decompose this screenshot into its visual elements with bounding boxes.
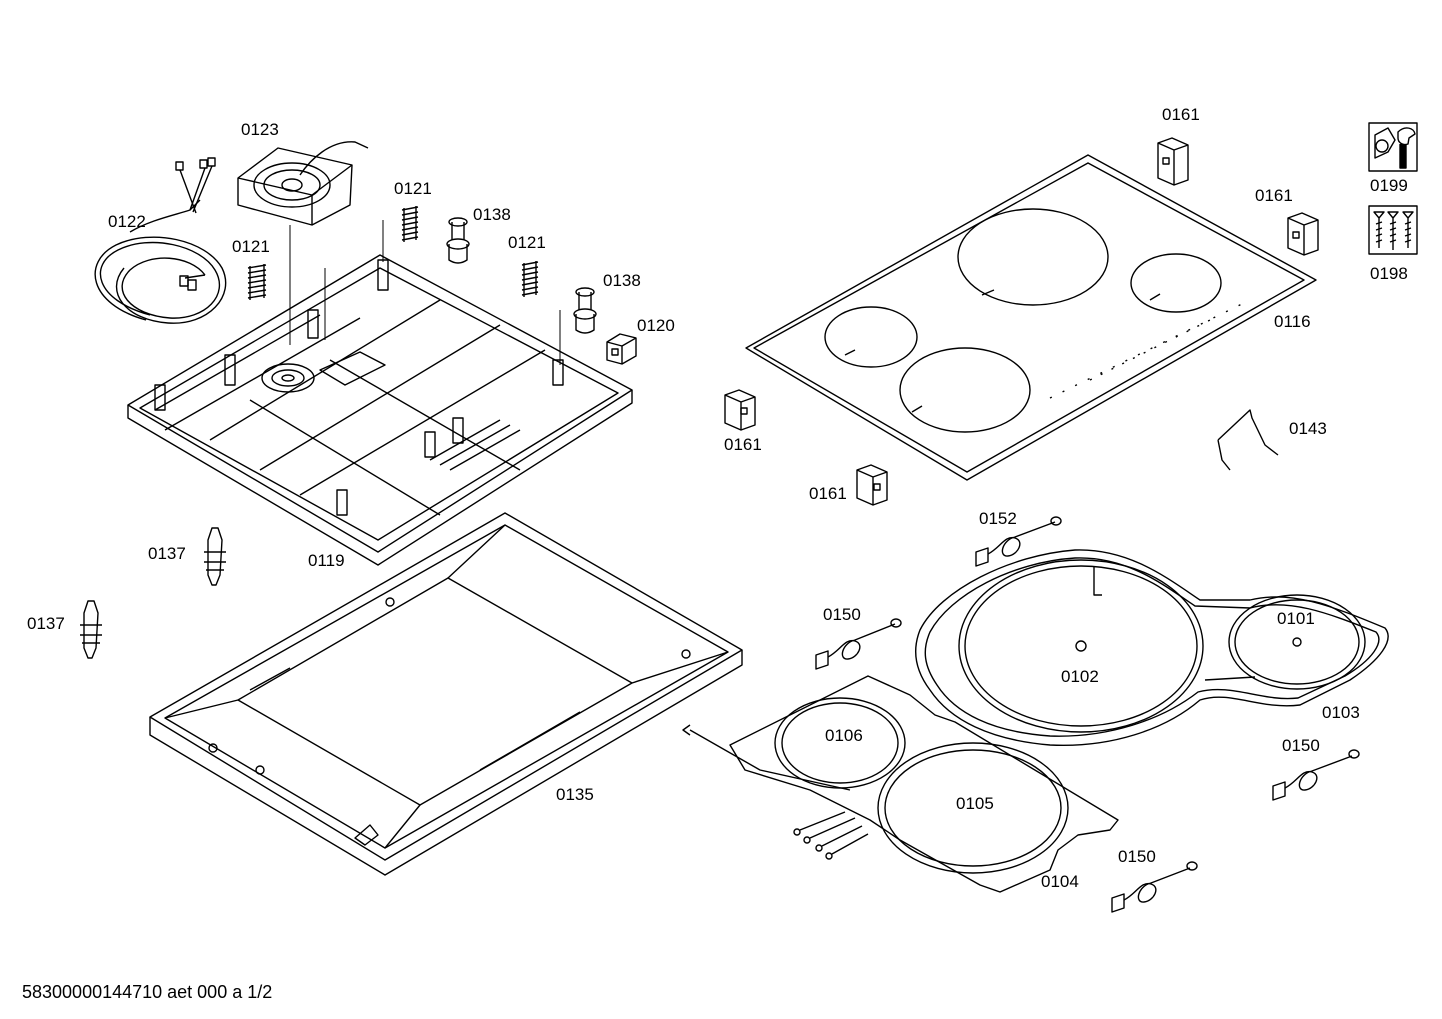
label-0119: 0119 xyxy=(308,551,345,570)
bracket-0161-a xyxy=(1157,137,1189,186)
label-0161-c: 0161 xyxy=(724,435,762,454)
label-0121-right: 0121 xyxy=(508,233,546,252)
coil-carrier-0103 xyxy=(915,549,1389,747)
label-0120: 0120 xyxy=(637,316,675,335)
drawing-reference: 58300000144710 aet 000 a 1/2 xyxy=(22,982,273,1002)
label-0199: 0199 xyxy=(1370,176,1408,195)
spring-middle xyxy=(401,206,419,242)
sensor-0150-a xyxy=(815,618,902,670)
label-0101: 0101 xyxy=(1277,609,1315,628)
label-0138-top: 0138 xyxy=(473,205,511,224)
label-0138-right: 0138 xyxy=(603,271,641,290)
label-0161-d: 0161 xyxy=(809,484,847,503)
spring-left xyxy=(247,264,267,300)
label-0161-a: 0161 xyxy=(1162,105,1200,124)
wrench-icon xyxy=(1368,122,1418,172)
label-0121-left: 0121 xyxy=(232,237,270,256)
label-0150-a: 0150 xyxy=(823,605,861,624)
wire-clip-0143 xyxy=(1217,409,1279,471)
label-0143: 0143 xyxy=(1289,419,1327,438)
bottom-housing xyxy=(127,220,633,566)
label-0152: 0152 xyxy=(979,509,1017,528)
spring-right xyxy=(521,261,539,297)
label-0123: 0123 xyxy=(241,120,279,139)
label-0198: 0198 xyxy=(1370,264,1408,283)
label-0150-b: 0150 xyxy=(1282,736,1320,755)
label-0116: 0116 xyxy=(1274,312,1311,331)
label-0137-a: 0137 xyxy=(148,544,186,563)
label-0137-b: 0137 xyxy=(27,614,65,633)
glass-ceramic-top xyxy=(745,154,1317,481)
label-0104: 0104 xyxy=(1041,872,1079,891)
label-0106: 0106 xyxy=(825,726,863,745)
sensor-0150-b xyxy=(1272,749,1360,801)
label-0150-c: 0150 xyxy=(1118,847,1156,866)
sensor-0150-c xyxy=(1111,861,1198,913)
label-0161-b: 0161 xyxy=(1255,186,1293,205)
label-0105: 0105 xyxy=(956,794,994,813)
label-0122: 0122 xyxy=(108,212,146,231)
power-cable xyxy=(94,157,227,324)
cooling-fan xyxy=(237,141,369,345)
sensor-0152 xyxy=(975,516,1062,567)
bracket-0161-d xyxy=(856,464,888,506)
label-0135: 0135 xyxy=(556,785,594,804)
bracket-0161-c xyxy=(724,389,756,431)
foot-0138-right xyxy=(573,287,597,334)
screws-icon xyxy=(1368,205,1418,255)
coil-carrier-0104 xyxy=(682,675,1119,893)
label-0103: 0103 xyxy=(1322,703,1360,722)
clip-0137-b xyxy=(80,600,102,659)
foot-0138-top xyxy=(446,217,470,264)
mounting-frame xyxy=(149,512,743,876)
label-0102: 0102 xyxy=(1061,667,1099,686)
clip-0137-a xyxy=(204,527,226,586)
bracket-0161-b xyxy=(1287,212,1319,256)
clip-0120 xyxy=(606,333,637,365)
label-0121-middle: 0121 xyxy=(394,179,432,198)
